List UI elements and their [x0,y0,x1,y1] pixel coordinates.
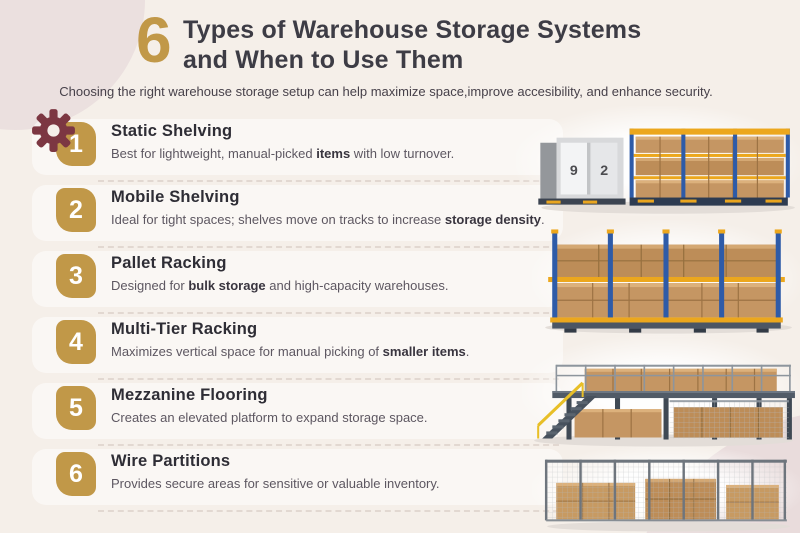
item-number: 5 [69,393,83,422]
dashed-divider [98,378,559,380]
dashed-divider [98,246,559,248]
pallet-rack-with-boxes [548,229,785,333]
item-desc: Creates an elevated platform to expand s… [111,410,428,425]
mezzanine-flooring-illustration [522,336,800,448]
container-label-9: 9 [570,163,578,179]
item-title: Mobile Shelving [111,188,240,206]
stairs [537,381,597,439]
container-label-2: 2 [600,163,608,179]
storage-types-list: 1 Static Shelving Best for lightweight, … [32,109,563,514]
item-number: 6 [69,459,83,488]
list-item: 6 Wire Partitions Provides secure areas … [32,448,563,514]
title-line-2: and When to Use Them [183,46,464,74]
item-number-badge: 6 [56,452,96,496]
item-number-badge: 4 [56,320,96,364]
subtitle: Choosing the right warehouse storage set… [59,84,713,99]
item-number-badge: 3 [56,254,96,298]
item-text: Pallet Racking Designed for bulk storage… [111,250,448,293]
item-text: Static Shelving Best for lightweight, ma… [111,118,454,161]
item-text: Wire Partitions Provides secure areas fo… [111,448,440,491]
dashed-divider [98,510,559,512]
pallet-racking-illustration [532,220,800,337]
item-number: 2 [69,195,83,224]
dashed-divider [98,444,559,446]
title-line-1: Types of Warehouse Storage Systems [183,16,642,44]
list-item: 1 Static Shelving Best for lightweight, … [32,109,563,184]
item-badge-wrap: 5 [56,386,96,430]
item-badge-wrap: 4 [56,320,96,364]
item-badge-wrap: 1 [32,109,96,166]
item-desc: Provides secure areas for sensitive or v… [111,476,440,491]
item-text: Multi-Tier Racking Maximizes vertical sp… [111,316,469,359]
item-title: Pallet Racking [111,254,227,272]
mobile-rack-with-boxes [629,128,790,206]
item-badge-wrap: 2 [56,188,96,232]
item-desc: Designed for bulk storage and high-capac… [111,278,449,293]
mobile-shelving-illustration: 9 2 [516,106,800,216]
item-number-badge: 5 [56,386,96,430]
dashed-divider [98,312,559,314]
item-desc: Maximizes vertical space for manual pick… [111,344,470,359]
item-title: Multi-Tier Racking [111,320,258,338]
item-title: Static Shelving [111,122,233,140]
item-title: Mezzanine Flooring [111,386,268,404]
page-title: Types of Warehouse Storage Systems and W… [183,15,641,75]
item-text: Mezzanine Flooring Creates an elevated p… [111,382,428,425]
list-item: 5 Mezzanine Flooring Creates an elevated… [32,382,563,448]
gear-icon [32,109,75,152]
item-number: 1 [69,129,83,158]
item-number: 3 [69,261,83,290]
list-item: 4 Multi-Tier Racking Maximizes vertical … [32,316,563,382]
mezzanine-structure [552,364,795,440]
item-number-badge: 2 [56,188,96,232]
item-desc: Best for lightweight, manual-picked item… [111,146,455,161]
item-desc: Ideal for tight spaces; shelves move on … [111,212,545,227]
wire-partitions-illustration [532,446,800,533]
item-badge-wrap: 3 [56,254,96,298]
item-title: Wire Partitions [111,452,231,470]
item-number: 4 [69,327,83,356]
item-text: Mobile Shelving Ideal for tight spaces; … [111,184,545,227]
dashed-divider [98,180,559,182]
big-number: 6 [136,4,172,76]
list-item: 3 Pallet Racking Designed for bulk stora… [32,250,563,316]
item-badge-wrap: 6 [56,452,96,496]
wire-mesh-cage [544,459,787,522]
storage-containers: 9 2 [538,137,626,205]
ground-shadow [547,521,790,532]
list-item: 2 Mobile Shelving Ideal for tight spaces… [32,184,563,250]
